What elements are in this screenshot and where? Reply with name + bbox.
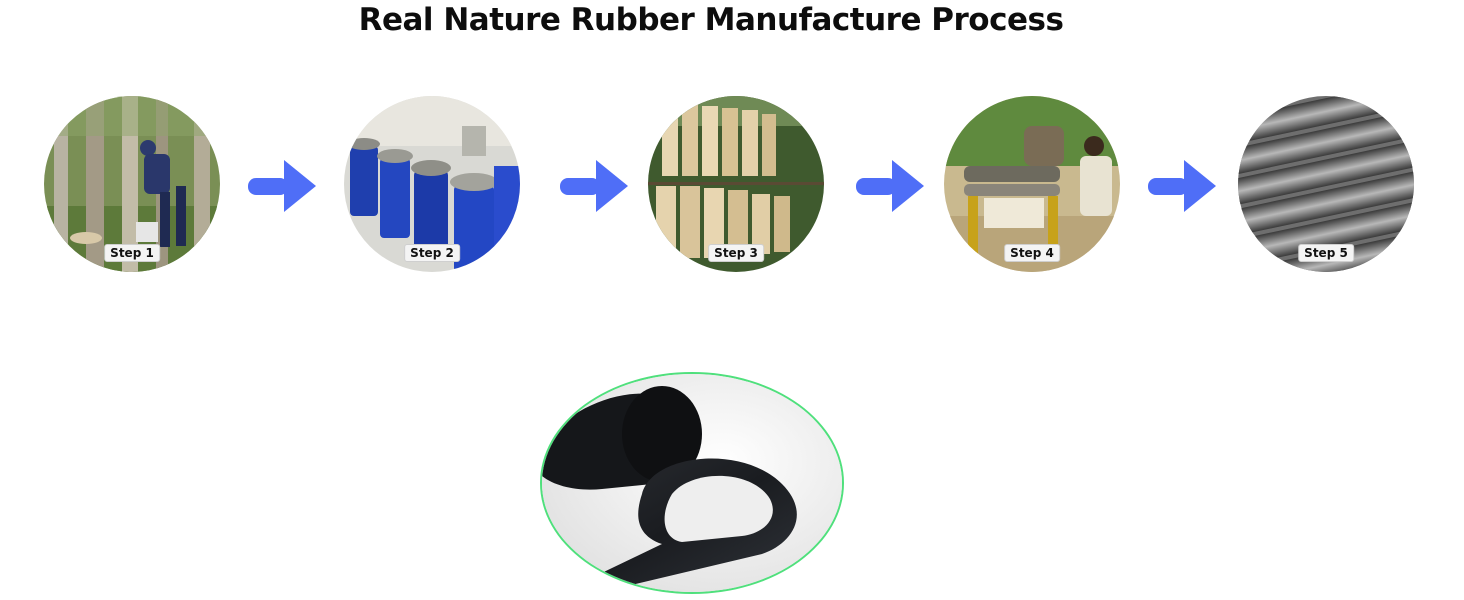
step-2-label: Step 2 [404,244,460,262]
step-4-label: Step 4 [1004,244,1060,262]
step-5-image: Step 5 [1238,96,1414,272]
step-1-label: Step 1 [104,244,160,262]
arrow-right-icon [560,160,628,212]
step-3-label: Step 3 [708,244,764,262]
latex-tapping-photo [44,96,220,272]
step-5-label: Step 5 [1298,244,1354,262]
coagulation-tanks-photo [344,96,520,272]
arrow-right-icon [1148,160,1216,212]
arrow-right-icon [248,160,316,212]
final-product-image [540,372,844,594]
drying-sheets-photo [648,96,824,272]
black-rubber-band-photo [542,374,842,592]
step-1-image: Step 1 [44,96,220,272]
step-2-image: Step 2 [344,96,520,272]
arrow-right-icon [856,160,924,212]
step-3-image: Step 3 [648,96,824,272]
step-4-image: Step 4 [944,96,1120,272]
page-title: Real Nature Rubber Manufacture Process [358,2,1064,38]
rolling-machine-photo [944,96,1120,272]
rubber-rolls-photo [1238,96,1414,272]
